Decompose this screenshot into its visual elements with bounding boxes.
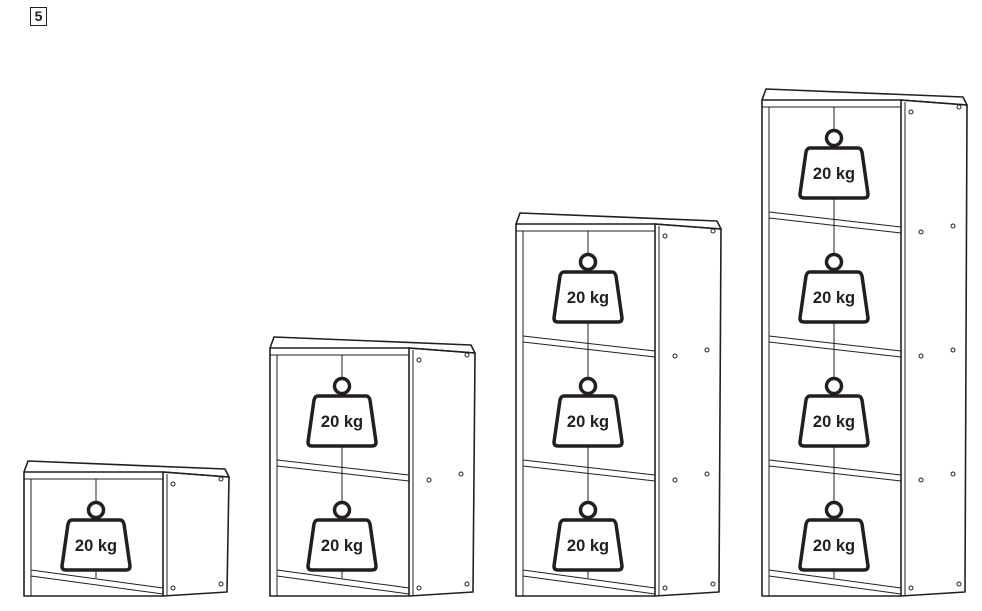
pin-hole xyxy=(662,585,668,591)
weight-body xyxy=(552,394,624,448)
shelf-board-back xyxy=(522,335,656,352)
bottom-shelf-front xyxy=(276,575,410,595)
pin-hole xyxy=(416,585,422,591)
weight-body xyxy=(798,394,870,448)
kettlebell-weight-icon: 20 kg xyxy=(306,376,378,448)
weight-handle xyxy=(578,252,598,272)
weight-body xyxy=(798,270,870,324)
shelf-unit-1: 20 kg xyxy=(23,460,230,597)
pin-hole xyxy=(464,581,470,587)
pin-hole xyxy=(918,229,924,235)
weight-body xyxy=(798,518,870,572)
shelf-unit-4: 20 kg 20 kg 20 kg 20 kg xyxy=(761,88,968,597)
pin-hole xyxy=(458,471,464,477)
weight-label: 20 kg xyxy=(813,165,855,183)
pin-hole xyxy=(950,223,956,229)
shelf-board-front xyxy=(522,341,656,358)
bottom-shelf-back xyxy=(522,569,656,589)
weight-handle xyxy=(824,128,844,148)
shelf-board-back xyxy=(276,459,410,476)
bottom-shelf-front xyxy=(768,575,902,595)
pin-hole xyxy=(918,477,924,483)
kettlebell-weight-icon: 20 kg xyxy=(798,128,870,200)
bottom-shelf-front xyxy=(522,575,656,595)
shelf-board-front xyxy=(768,341,902,358)
weight-body xyxy=(552,270,624,324)
pin-hole xyxy=(704,347,710,353)
weight-handle xyxy=(86,500,106,520)
pin-hole xyxy=(710,581,716,587)
weight-label: 20 kg xyxy=(567,413,609,431)
weight-body xyxy=(552,518,624,572)
side-panel xyxy=(408,347,476,597)
weight-label: 20 kg xyxy=(813,289,855,307)
weight-label: 20 kg xyxy=(813,413,855,431)
bottom-shelf-front xyxy=(30,575,164,595)
shelf-board-back xyxy=(768,459,902,476)
weight-handle xyxy=(824,376,844,396)
weight-label: 20 kg xyxy=(75,537,117,555)
pin-hole xyxy=(950,347,956,353)
step-number-badge: 5 xyxy=(30,7,47,26)
shelf-unit-2: 20 kg 20 kg xyxy=(269,336,476,597)
shelf-board-back xyxy=(768,335,902,352)
pin-hole xyxy=(416,357,422,363)
weight-handle xyxy=(824,500,844,520)
weight-handle xyxy=(824,252,844,272)
kettlebell-weight-icon: 20 kg xyxy=(306,500,378,572)
shelf-board-front xyxy=(768,465,902,482)
side-panel xyxy=(900,99,968,597)
pin-hole xyxy=(956,581,962,587)
pin-hole xyxy=(672,477,678,483)
side-panel xyxy=(654,223,722,597)
pin-hole xyxy=(704,471,710,477)
pin-hole xyxy=(710,228,716,234)
pin-hole xyxy=(170,481,176,487)
shelf-board-back xyxy=(522,459,656,476)
weight-label: 20 kg xyxy=(321,413,363,431)
pin-hole xyxy=(918,353,924,359)
bottom-shelf-back xyxy=(276,569,410,589)
shelf-board-front xyxy=(276,465,410,482)
kettlebell-weight-icon: 20 kg xyxy=(798,376,870,448)
pin-hole xyxy=(170,585,176,591)
weight-body xyxy=(306,394,378,448)
weight-handle xyxy=(332,376,352,396)
weight-label: 20 kg xyxy=(321,537,363,555)
weight-body xyxy=(60,518,132,572)
weight-label: 20 kg xyxy=(567,289,609,307)
pin-hole xyxy=(464,352,470,358)
weight-handle xyxy=(578,500,598,520)
weight-label: 20 kg xyxy=(813,537,855,555)
shelf-board-front xyxy=(768,217,902,234)
pin-hole xyxy=(426,477,432,483)
weight-handle xyxy=(578,376,598,396)
pin-hole xyxy=(218,581,224,587)
kettlebell-weight-icon: 20 kg xyxy=(798,500,870,572)
kettlebell-weight-icon: 20 kg xyxy=(552,376,624,448)
kettlebell-weight-icon: 20 kg xyxy=(798,252,870,324)
pin-hole xyxy=(956,104,962,110)
pin-hole xyxy=(662,233,668,239)
kettlebell-weight-icon: 20 kg xyxy=(60,500,132,572)
bottom-shelf-back xyxy=(768,569,902,589)
weight-label: 20 kg xyxy=(567,537,609,555)
pin-hole xyxy=(908,109,914,115)
pin-hole xyxy=(908,585,914,591)
pin-hole xyxy=(672,353,678,359)
kettlebell-weight-icon: 20 kg xyxy=(552,500,624,572)
weight-body xyxy=(798,146,870,200)
weight-handle xyxy=(332,500,352,520)
side-panel xyxy=(162,471,230,597)
pin-hole xyxy=(218,476,224,482)
kettlebell-weight-icon: 20 kg xyxy=(552,252,624,324)
pin-hole xyxy=(950,471,956,477)
shelf-unit-3: 20 kg 20 kg 20 kg xyxy=(515,212,722,597)
shelf-board-front xyxy=(522,465,656,482)
weight-body xyxy=(306,518,378,572)
shelf-board-back xyxy=(768,211,902,228)
bottom-shelf-back xyxy=(30,569,164,589)
